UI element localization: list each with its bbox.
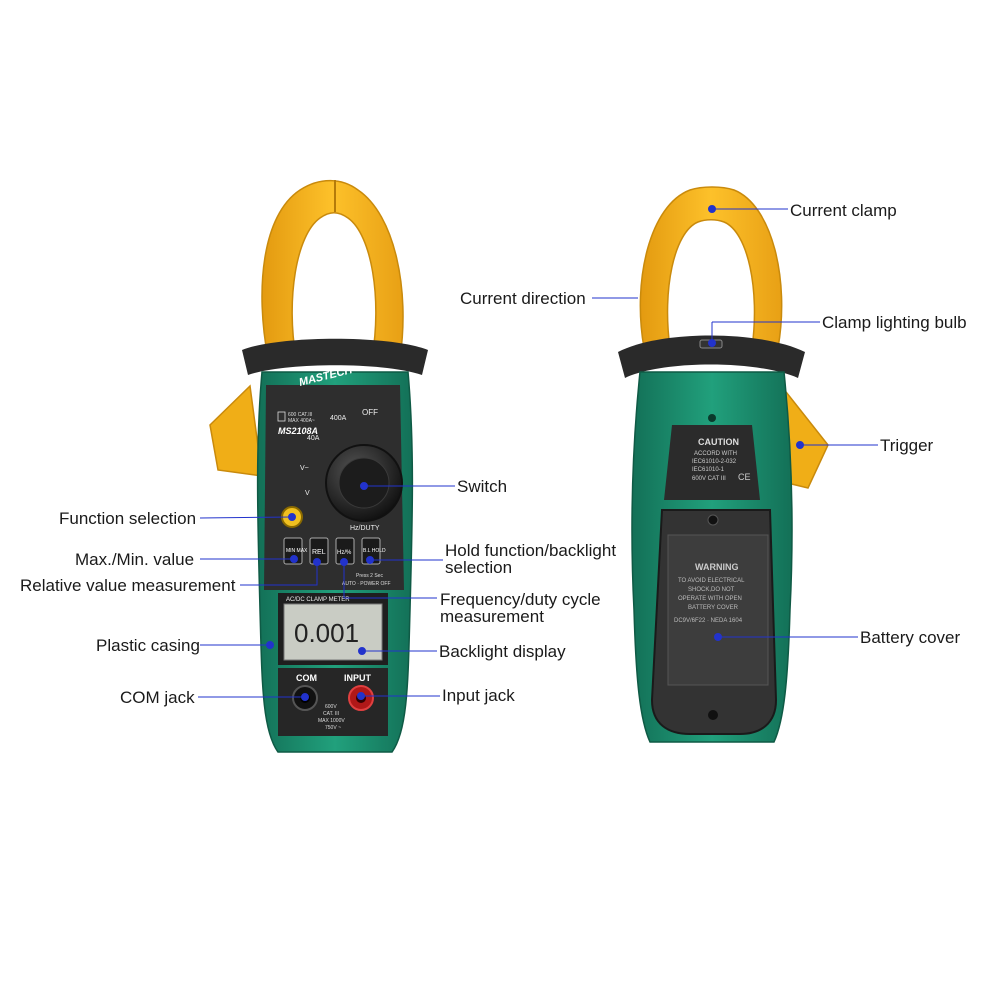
caution-title: CAUTION — [698, 437, 739, 447]
callout-trigger: Trigger — [880, 436, 934, 455]
dial-label-40a: 40A — [307, 435, 320, 442]
leader-dot-maxmin — [290, 555, 298, 563]
callout-relative: Relative value measurement — [20, 576, 236, 595]
dial-label-hz: Hz/DUTY — [350, 525, 380, 532]
caution-line-4: 600V CAT III — [692, 476, 726, 482]
dial-label-400a: 400A — [330, 415, 347, 422]
dial-label-v-ac: V~ — [300, 465, 309, 472]
leader-dot-freq — [340, 558, 348, 566]
caution-line-1: ACCORD WITH — [694, 451, 737, 457]
warning-line-4: BATTERY COVER — [688, 605, 739, 611]
front-collar — [242, 338, 428, 375]
leader-freq — [343, 562, 437, 599]
lcd-value: 0.001 — [294, 618, 359, 648]
callout-com-jack: COM jack — [120, 688, 195, 707]
minmax-label: MIN MAX — [286, 548, 308, 554]
back-collar — [618, 335, 805, 378]
meter-title: AC/DC CLAMP METER — [286, 597, 350, 603]
callout-current-direction: Current direction — [460, 289, 586, 308]
jack-rating-3: MAX 1000V — [318, 718, 345, 724]
callout-input-jack: Input jack — [442, 686, 515, 705]
leader-function — [199, 516, 293, 519]
caution-line-2: IEC61010-2-032 — [692, 459, 737, 465]
warning-line-2: SHOCK,DO NOT — [688, 587, 735, 593]
warning-title: WARNING — [695, 562, 739, 572]
callout-backlight-display: Backlight display — [439, 642, 566, 661]
leader-dot-casing — [266, 641, 274, 649]
caution-line-3: IEC61010-1 — [692, 467, 725, 473]
back-meter: CAUTION ACCORD WITH IEC61010-2-032 IEC61… — [618, 186, 829, 743]
dial-label-off: OFF — [362, 408, 378, 417]
back-screw-bottom — [708, 710, 718, 720]
rating-line-2: MAX 400A~ — [288, 418, 315, 424]
battery-cover-screw — [707, 514, 719, 526]
leader-dot-function — [288, 513, 296, 521]
leader-dot-battery — [714, 633, 722, 641]
ce-mark: CE — [738, 472, 751, 482]
model-label: MS2108A — [278, 426, 318, 436]
front-clamp-jaws — [261, 179, 404, 359]
callout-current-clamp: Current clamp — [790, 201, 897, 220]
front-meter: MASTECH 600 CAT.III MAX 400A~ MS2108A 40… — [209, 179, 428, 753]
dial-label-v-dc: V — [305, 490, 310, 497]
callout-switch: Switch — [457, 477, 508, 496]
hz-label: Hz/% — [337, 550, 352, 556]
jack-rating-1: 600V — [325, 704, 337, 710]
auto-power-note: AUTO · POWER OFF — [342, 581, 391, 587]
callout-function-selection: Function selection — [59, 509, 197, 528]
caution-plate — [664, 425, 760, 500]
leader-dot-relative — [313, 558, 321, 566]
rel-label: REL — [312, 549, 326, 556]
callout-max-min: Max./Min. value — [75, 550, 195, 569]
rating-box — [277, 411, 286, 422]
leader-dot-hold — [366, 556, 374, 564]
battery-label — [667, 534, 769, 686]
leader-dot-clamp — [708, 205, 716, 213]
warning-line-3: OPERATE WITH OPEN — [678, 596, 742, 602]
bl-hold-button[interactable] — [361, 537, 381, 565]
front-trigger — [209, 384, 263, 477]
input-label: INPUT — [344, 673, 372, 683]
leader-dot-trigger — [796, 441, 804, 449]
back-screw-top — [708, 414, 716, 422]
leader-dot-switch — [360, 482, 368, 490]
callout-hold-backlight: Hold function/backlight selection — [445, 541, 617, 577]
bl-hold-label: B.L HOLD — [363, 548, 386, 554]
leader-relative — [240, 562, 318, 586]
press-note: Press 2 Sec — [356, 573, 383, 579]
battery-spec: DC9V/6F22 · NEDA 1604 — [674, 618, 743, 624]
leader-dot-input — [357, 692, 365, 700]
callout-plastic-casing: Plastic casing — [96, 636, 200, 655]
jack-rating-2: CAT. III — [323, 711, 339, 717]
jack-rating-4: 750V ~ — [325, 725, 341, 731]
leader-lines — [198, 205, 878, 701]
rating-line-1: 600 CAT.III — [288, 412, 312, 418]
leader-dot-display — [358, 647, 366, 655]
com-label: COM — [296, 673, 317, 683]
warning-line-1: TO AVOID ELECTRICAL — [678, 578, 745, 584]
leader-dot-com — [301, 693, 309, 701]
callout-battery-cover: Battery cover — [860, 628, 961, 647]
leader-dot-bulb — [708, 339, 716, 347]
callout-clamp-lighting-bulb: Clamp lighting bulb — [822, 313, 967, 332]
callout-frequency-duty: Frequency/duty cycle measurement — [440, 590, 601, 626]
